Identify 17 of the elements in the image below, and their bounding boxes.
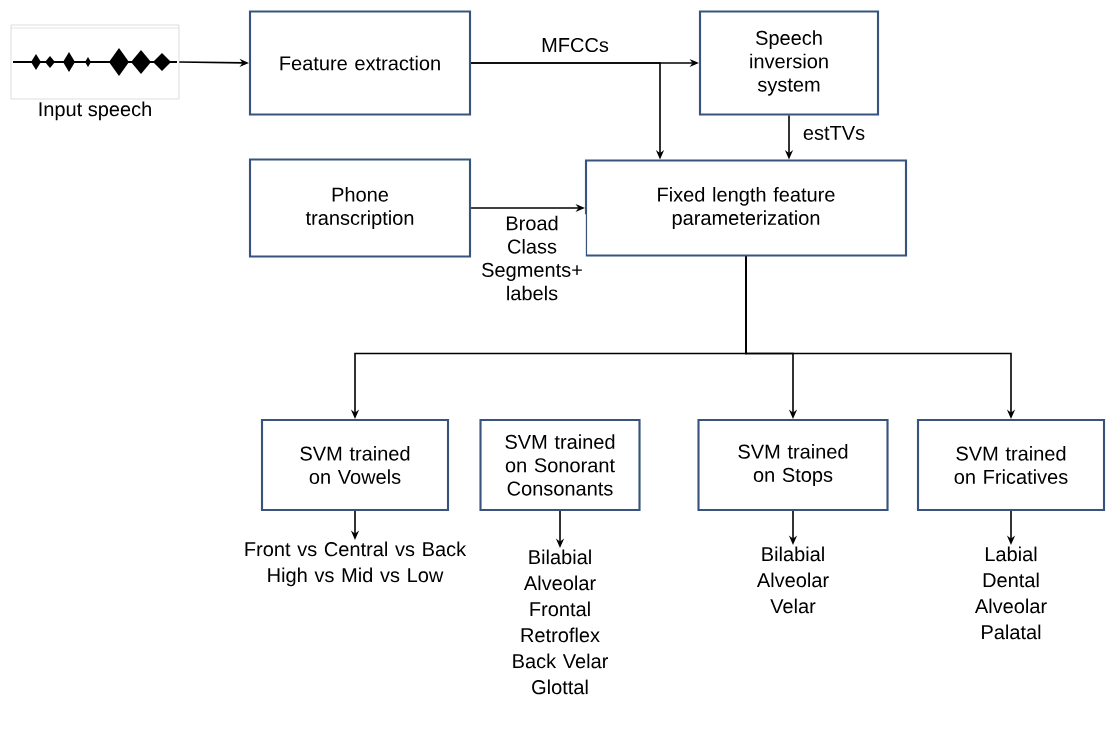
edge-label: Broad Class Segments+ labels [478, 214, 586, 302]
process-box: Phone transcription [248, 158, 472, 258]
output-classes: Front vs Central vs Back High vs Mid vs Low [245, 541, 467, 587]
output-classes: Labial Dental Alveolar Palatal [974, 546, 1047, 640]
output-classes: Bilabial Alveolar Frontal Retroflex Back Velar Glottal [513, 549, 608, 695]
process-box: SVM trained on Stops [697, 418, 889, 512]
picture [10, 24, 180, 100]
edge-label: estTVs [801, 124, 867, 142]
edge-label: MFCCs [539, 36, 611, 54]
output-classes: Bilabial Alveolar Velar [756, 546, 829, 614]
process-box: Speech inversion system [698, 10, 880, 116]
process-box: Fixed length feature parameterization [584, 159, 908, 257]
process-box: SVM trained on Sonorant Consonants [479, 418, 641, 512]
process-box: Feature extraction [248, 10, 472, 116]
process-box: SVM trained on Fricatives [916, 418, 1106, 512]
process-box: SVM trained on Vowels [260, 418, 450, 512]
node-label: Input speech [39, 101, 151, 121]
